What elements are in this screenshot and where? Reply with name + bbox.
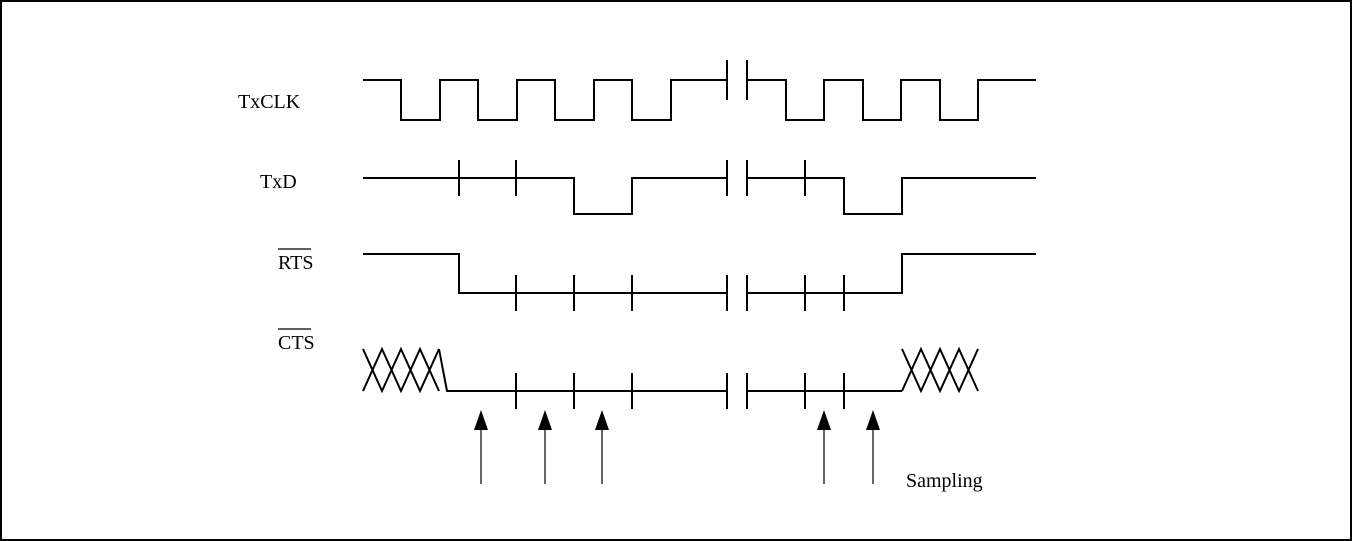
- sampling-arrows: [474, 410, 880, 484]
- rts-waveform: [363, 253, 1036, 311]
- cts-waveform: [362, 346, 979, 409]
- signal-label-cts: CTS: [278, 332, 315, 354]
- sampling-arrow: [866, 410, 880, 484]
- signal-label-txclk: TxCLK: [238, 91, 301, 113]
- sampling-label: Sampling: [906, 470, 983, 492]
- signal-label-txd: TxD: [260, 171, 297, 193]
- sampling-arrow: [474, 410, 488, 484]
- sampling-arrow: [595, 410, 609, 484]
- sampling-arrow: [538, 410, 552, 484]
- sampling-arrow: [817, 410, 831, 484]
- txd-waveform: [363, 160, 1036, 215]
- txclk-waveform: [363, 79, 1036, 121]
- signal-label-rts: RTS: [278, 252, 313, 274]
- time-break: [726, 60, 748, 409]
